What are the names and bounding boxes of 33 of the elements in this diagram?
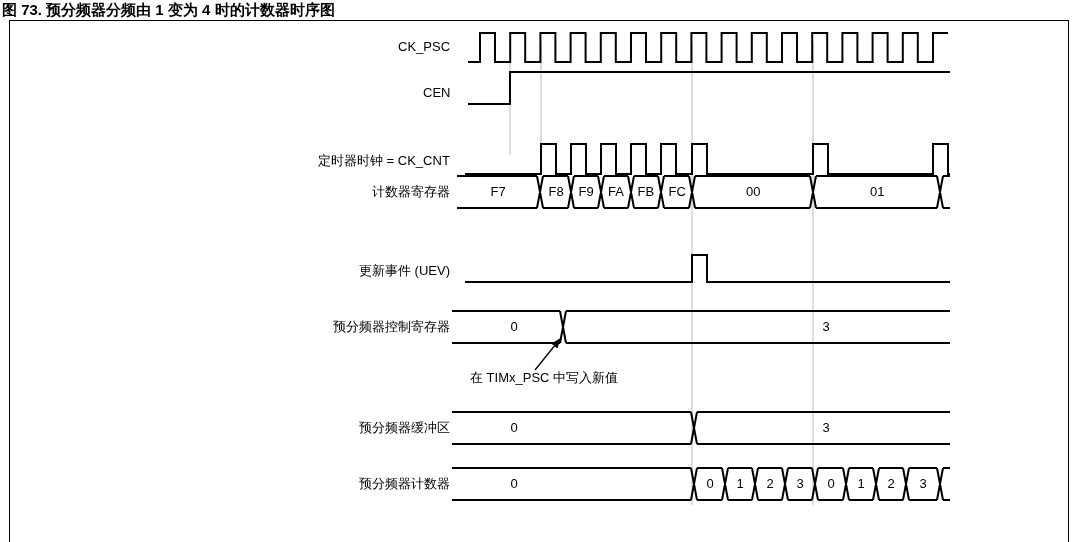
signal-label: CK_PSC [398, 39, 451, 55]
annotation-text: 在 TIMx_PSC 中写入新值 [470, 370, 619, 386]
bus-value: FC [668, 184, 686, 200]
bus-value: 0 [510, 476, 518, 492]
bus-value: 01 [870, 184, 885, 200]
bus-value: 00 [746, 184, 761, 200]
signal-label: 更新事件 (UEV) [359, 263, 450, 279]
bus-value: 0 [510, 420, 518, 436]
signal-label: CEN [423, 85, 451, 101]
signal-label: 预分频器缓冲区 [359, 420, 450, 436]
bus-value: 2 [887, 476, 895, 492]
bus-value: 0 [706, 476, 714, 492]
bus-value: 1 [736, 476, 744, 492]
bus-value: FA [608, 184, 624, 200]
bus-value: 3 [822, 319, 830, 335]
bus-value: F9 [578, 184, 594, 200]
bus-transition [559, 310, 567, 344]
signal-label: 定时器时钟 = CK_CNT [318, 153, 450, 169]
bus-value: 3 [796, 476, 804, 492]
leader-line [534, 338, 561, 371]
bus-value: FB [637, 184, 655, 200]
signal-label: 计数器寄存器 [372, 184, 450, 200]
bus-value: 0 [510, 319, 518, 335]
signal-label: 预分频器计数器 [359, 476, 450, 492]
bus-value: 1 [857, 476, 865, 492]
bus-value: 0 [827, 476, 835, 492]
signal-label: 预分频器控制寄存器 [333, 319, 450, 335]
bus-value: F8 [548, 184, 564, 200]
bus-value: 2 [766, 476, 774, 492]
bus-value: 3 [919, 476, 927, 492]
figure-title: 图 73. 预分频器分频由 1 变为 4 时的计数器时序图 [2, 1, 335, 18]
bus-value: F7 [490, 184, 506, 200]
bus-value: 3 [822, 420, 830, 436]
